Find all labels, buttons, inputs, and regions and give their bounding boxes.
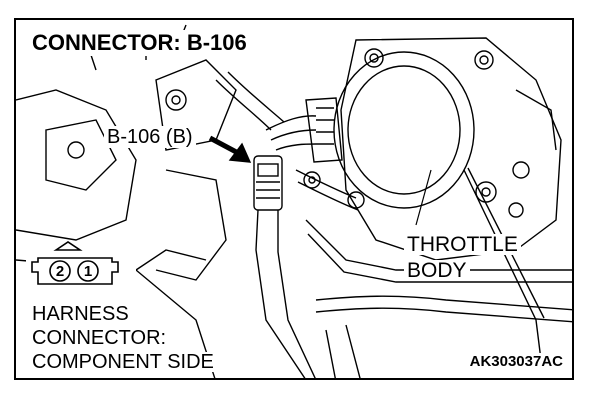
harness-label-line1: HARNESS	[30, 304, 132, 324]
diagram-frame: CONNECTOR: B-106 B-106 (B) THROTTLE BODY…	[14, 18, 574, 380]
harness-label-line2: CONNECTOR:	[30, 328, 170, 348]
connector-callout-label: B-106 (B)	[104, 126, 196, 148]
throttle-bore-inner	[347, 65, 461, 195]
connector-title: CONNECTOR: B-106	[30, 30, 251, 56]
throttle-body-label-line2: BODY	[404, 260, 470, 281]
throttle-body-label-line1: THROTTLE	[404, 234, 521, 255]
harness-label-line3: COMPONENT SIDE	[30, 352, 217, 372]
throttle-bore-outer	[333, 51, 475, 209]
figure-code: AK303037AC	[466, 353, 566, 370]
engine-bay-illustration	[16, 24, 572, 378]
connector-b106-body	[253, 155, 283, 211]
